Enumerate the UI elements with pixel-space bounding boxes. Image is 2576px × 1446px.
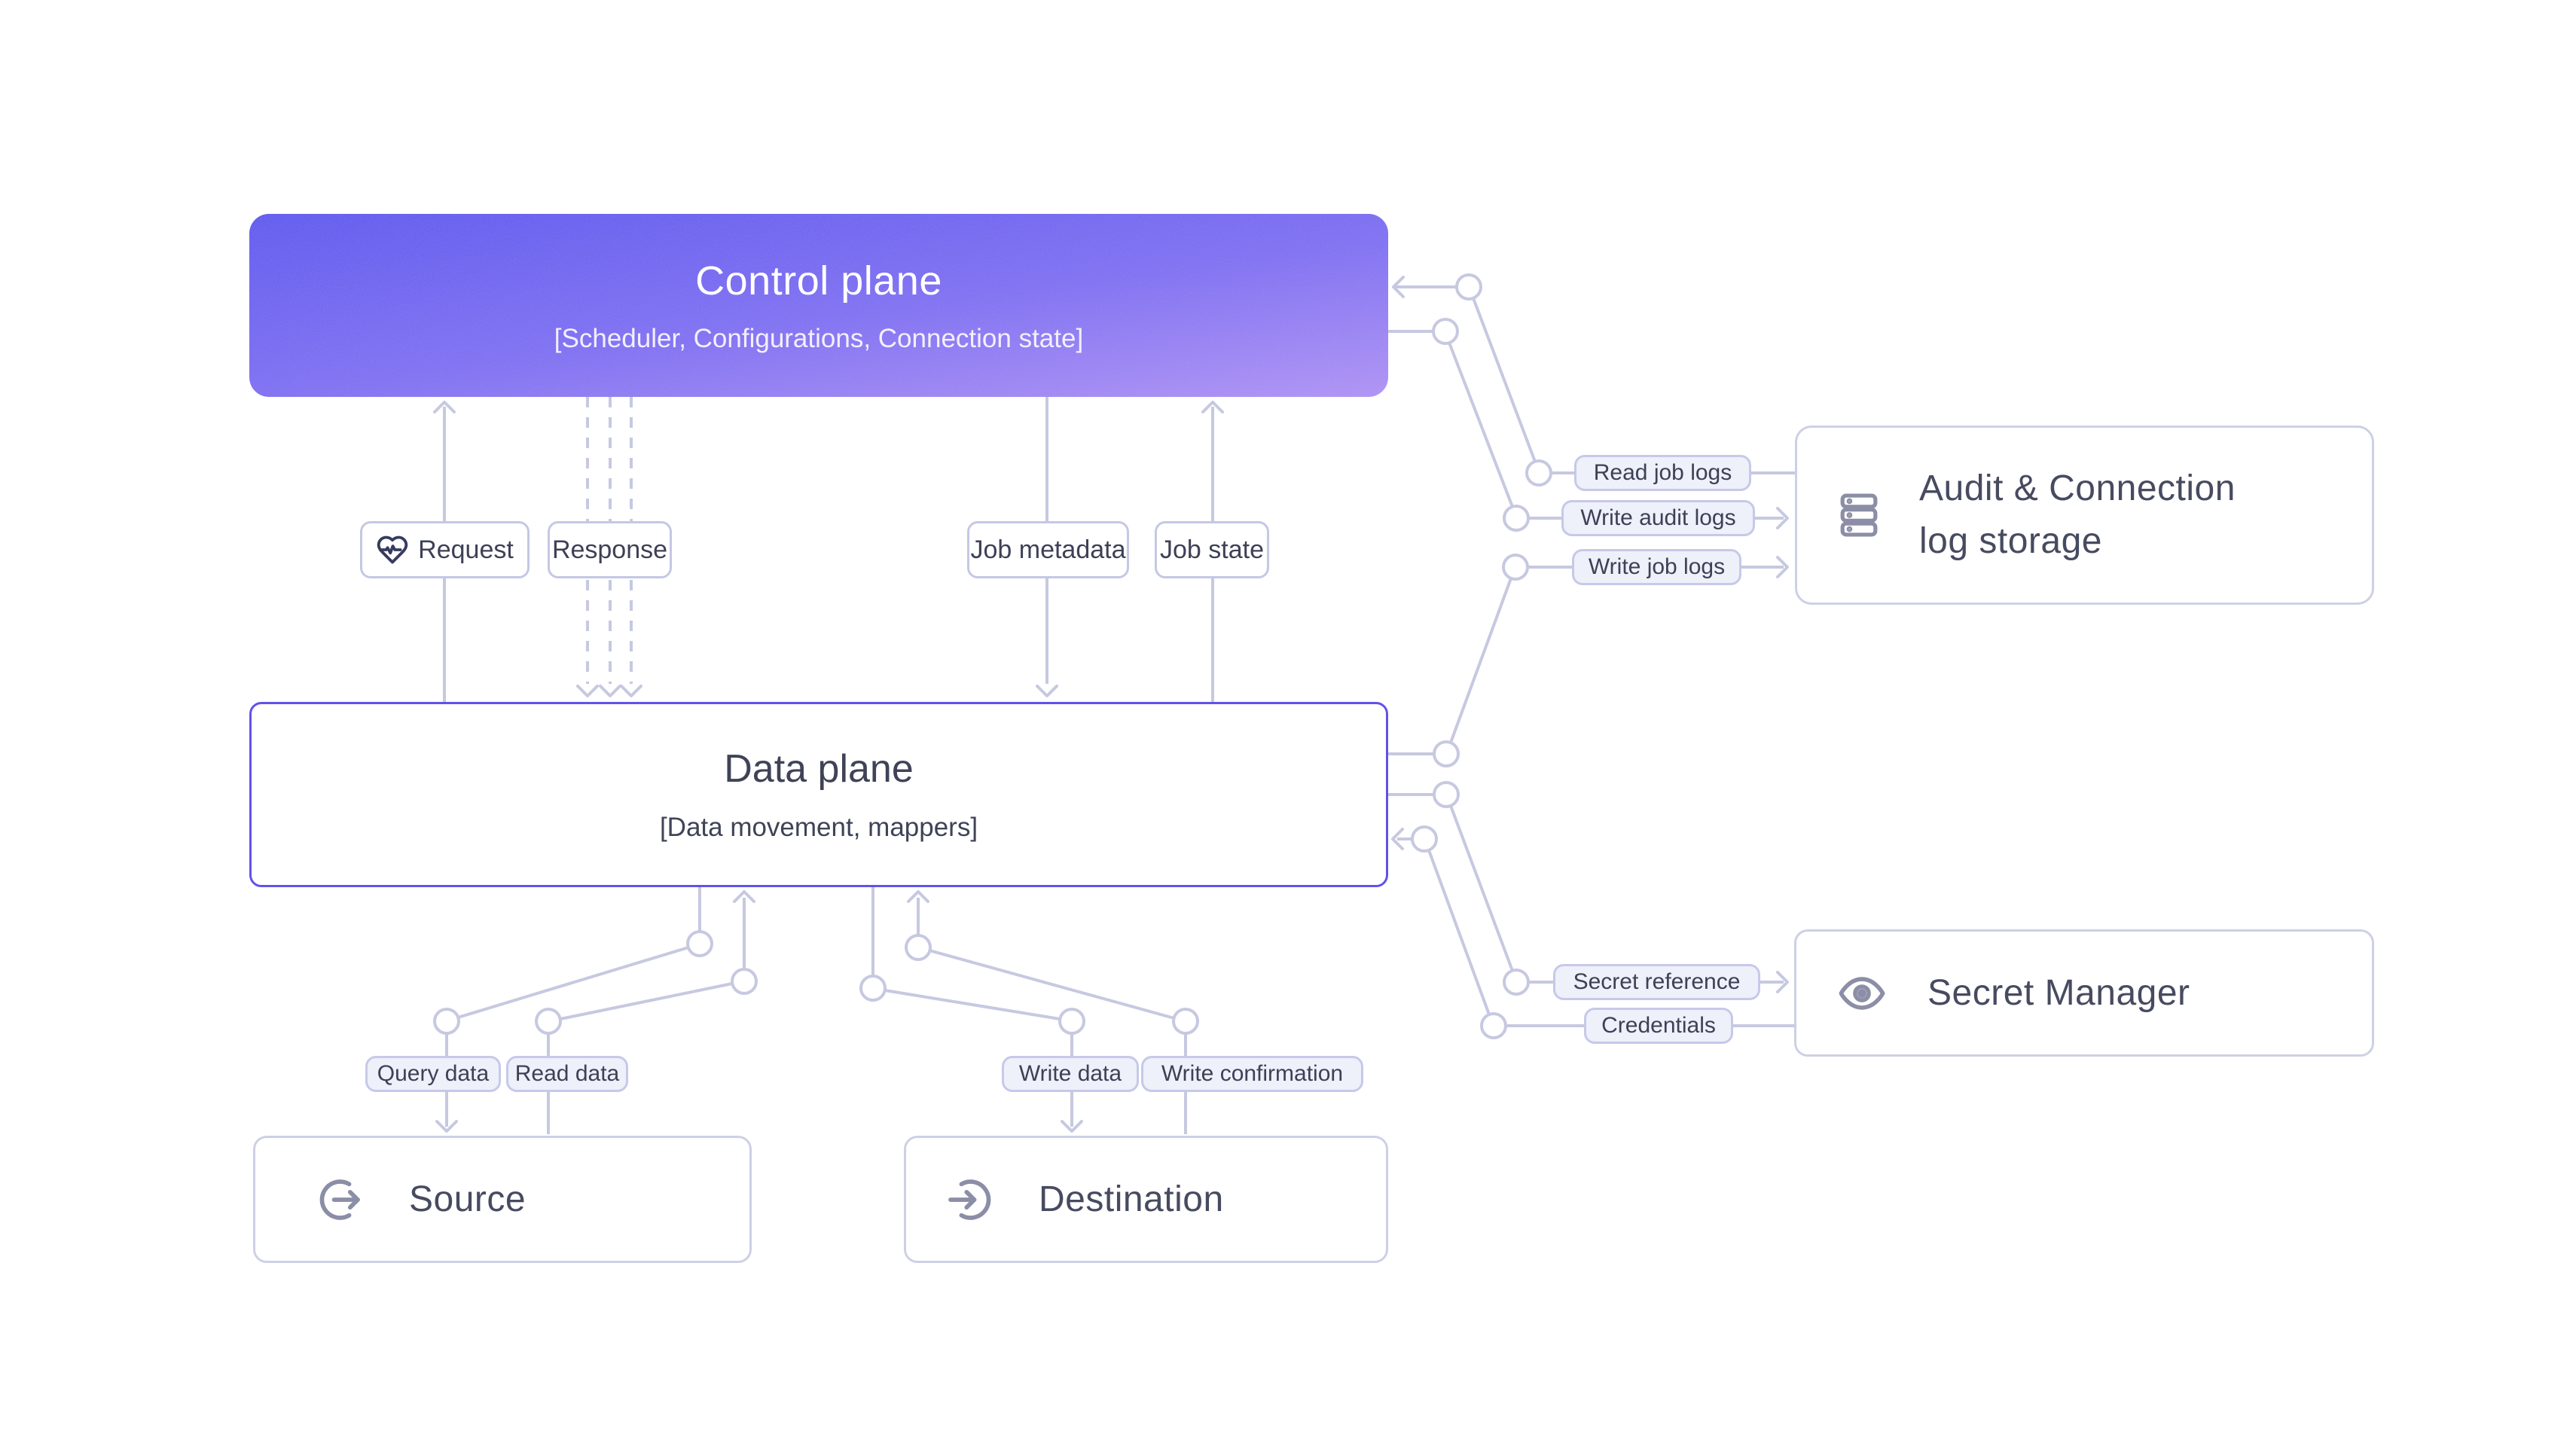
write-confirmation-edge-label: Write confirmation [1141,1056,1363,1092]
job-metadata-label: Job metadata [970,535,1126,564]
audit-log-storage-node: Audit & Connection log storage [1795,426,2374,605]
secret-reference-edge-label: Secret reference [1553,964,1760,1000]
write-data-edge-label: Write data [1002,1056,1139,1092]
data-plane-subtitle: [Data movement, mappers] [659,813,978,842]
destination-title: Destination [1039,1179,1224,1219]
source-logout-circle-icon [319,1179,360,1220]
write-data-label: Write data [1018,1061,1122,1086]
destination-login-circle-icon [948,1179,991,1220]
audit-title-line1: Audit & Connection [1919,468,2236,509]
credentials-label: Credentials [1601,1013,1716,1038]
response-edge-label: Response [548,521,672,578]
eye-icon [1839,976,1885,1010]
heart-pulse-icon [377,535,408,564]
read-job-logs-label: Read job logs [1593,460,1732,485]
secret-manager-title: Secret Manager [1927,973,2190,1013]
request-label: Request [418,535,514,564]
response-label: Response [551,535,668,564]
write-job-logs-label: Write job logs [1588,554,1726,579]
audit-title-line2: log storage [1919,521,2102,561]
server-stack-icon [1840,493,1878,537]
request-edge-label: Request [360,521,530,578]
credentials-edge-label: Credentials [1584,1008,1733,1044]
audit-log-storage-title: Audit & Connection log storage [1919,462,2236,567]
write-confirmation-label: Write confirmation [1161,1061,1344,1086]
source-title: Source [409,1179,526,1219]
write-audit-logs-edge-label: Write audit logs [1561,500,1755,536]
write-job-logs-edge-label: Write job logs [1572,549,1741,585]
control-plane-node: Control plane [Scheduler, Configurations… [249,214,1388,397]
read-job-logs-edge-label: Read job logs [1574,455,1751,491]
job-state-edge-label: Job state [1155,521,1269,578]
noise-texture [249,214,1388,397]
data-plane-title: Data plane [724,747,914,791]
secret-manager-node: Secret Manager [1794,929,2374,1057]
control-plane-title: Control plane [695,258,942,304]
read-data-edge-label: Read data [506,1056,628,1092]
read-data-label: Read data [514,1061,620,1086]
destination-node: Destination [904,1136,1388,1263]
job-state-label: Job state [1160,535,1264,564]
write-audit-logs-label: Write audit logs [1580,505,1736,530]
control-plane-subtitle: [Scheduler, Configurations, Connection s… [554,323,1084,353]
job-metadata-edge-label: Job metadata [967,521,1129,578]
source-node: Source [253,1136,752,1263]
data-plane-node: Data plane [Data movement, mappers] [249,702,1388,887]
query-data-label: Query data [377,1061,490,1086]
query-data-edge-label: Query data [365,1056,501,1092]
secret-reference-label: Secret reference [1573,969,1741,994]
